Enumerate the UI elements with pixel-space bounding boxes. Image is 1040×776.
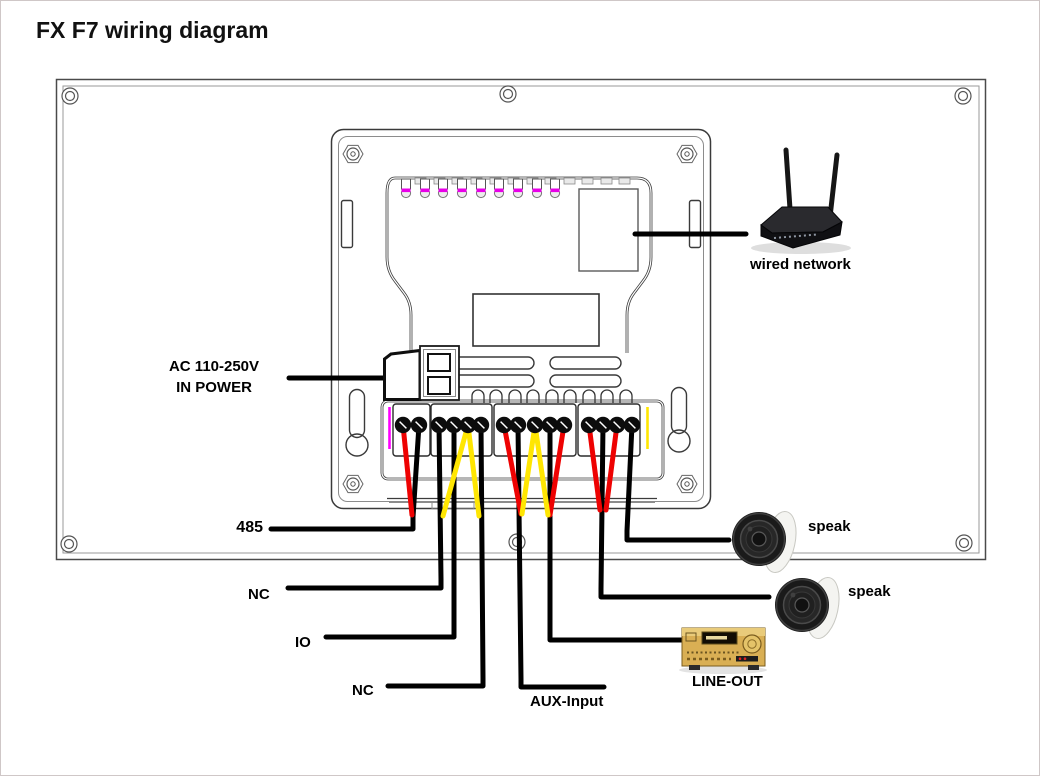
wire-red-5 xyxy=(603,422,620,513)
label-nc2: NC xyxy=(352,682,374,699)
display-cutout xyxy=(472,293,600,347)
label-nc1: NC xyxy=(248,586,270,603)
speaker2-image xyxy=(774,573,845,643)
wire-nc2 xyxy=(385,422,486,689)
wire-speaker1 xyxy=(624,422,732,543)
wire-red-1 xyxy=(400,422,415,518)
right-slot xyxy=(688,199,702,249)
router-antenna-right xyxy=(827,152,840,220)
right-keyhole-slot xyxy=(667,386,691,453)
power-label-line2: IN POWER xyxy=(176,379,252,396)
wires xyxy=(268,231,772,690)
page-title: FX F7 wiring diagram xyxy=(36,17,269,43)
wire-red-3 xyxy=(547,422,567,518)
label-io: IO xyxy=(295,634,311,651)
router-image xyxy=(751,147,851,254)
wire-red-2 xyxy=(501,422,524,517)
router-antenna-left xyxy=(783,147,793,212)
wire-line-out xyxy=(547,422,685,643)
label-line-out: LINE-OUT xyxy=(692,673,763,690)
wire-aux xyxy=(515,422,607,690)
speaker1-image xyxy=(731,507,802,577)
label-speak2: speak xyxy=(848,583,891,600)
label-speak1: speak xyxy=(808,518,851,535)
pin-header-row xyxy=(400,178,561,199)
wire-nc1 xyxy=(285,422,444,591)
wire-io xyxy=(323,422,457,640)
power-label-line1: AC 110-250V xyxy=(168,358,260,375)
left-slot xyxy=(340,199,354,249)
inner-panel xyxy=(385,176,657,510)
label-aux-input: AUX-Input xyxy=(530,693,604,710)
label-wired-network: wired network xyxy=(750,256,851,273)
left-keyhole-slot xyxy=(345,388,369,457)
label-485: 485 xyxy=(236,519,263,536)
network-port xyxy=(578,188,639,272)
wire-485 xyxy=(268,422,422,532)
amplifier-image xyxy=(679,627,767,674)
power-label: AC 110-250V IN POWER xyxy=(148,356,280,398)
wire-red-4 xyxy=(586,422,603,513)
power-connector xyxy=(383,345,460,401)
